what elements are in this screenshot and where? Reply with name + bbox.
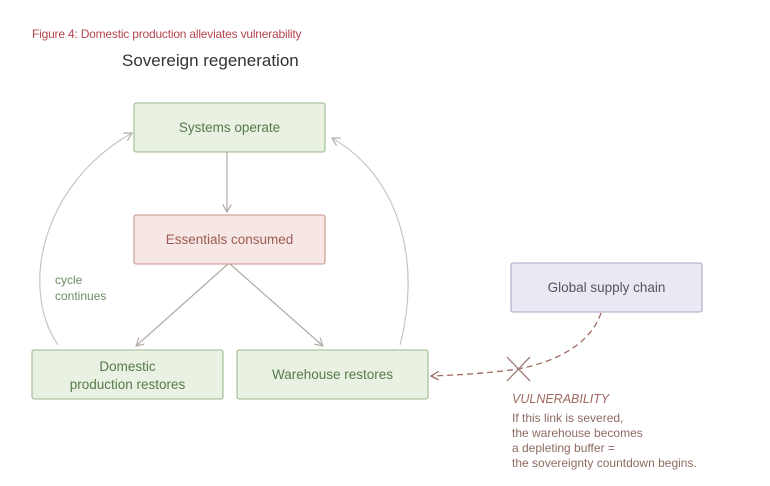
cycle-label-line1: cycle xyxy=(55,273,83,287)
edge-domestic-to-systems xyxy=(39,133,132,346)
node-global-supply-chain: Global supply chain xyxy=(510,262,703,313)
edge-essentials-to-warehouse xyxy=(229,263,323,346)
edge-essentials-to-domestic xyxy=(136,263,229,346)
node-warehouse-restores: Warehouse restores xyxy=(236,349,429,400)
vulnerability-line: If this link is severed, xyxy=(512,411,623,425)
node-label: Warehouse restores xyxy=(272,367,393,382)
node-label: Essentials consumed xyxy=(166,232,294,247)
node-label-line1: Domestic xyxy=(99,359,156,374)
vulnerability-line: the warehouse becomes xyxy=(512,426,643,440)
figure-caption: Figure 4: Domestic production alleviates… xyxy=(32,27,302,41)
diagram-title: Sovereign regeneration xyxy=(122,51,299,70)
node-label: Systems operate xyxy=(179,120,280,135)
node-domestic-production: Domestic production restores xyxy=(31,349,224,400)
node-label-line2: production restores xyxy=(70,377,186,392)
edge-warehouse-to-systems xyxy=(332,138,409,346)
vulnerability-line: the sovereignty countdown begins. xyxy=(512,456,697,470)
node-systems-operate: Systems operate xyxy=(133,102,326,153)
vulnerability-line: a depleting buffer = xyxy=(512,441,615,455)
node-essentials-consumed: Essentials consumed xyxy=(133,214,326,265)
cycle-label-line2: continues xyxy=(55,289,106,303)
vulnerability-heading: VULNERABILITY xyxy=(512,392,611,406)
node-label: Global supply chain xyxy=(548,280,666,295)
severed-link-icon xyxy=(506,356,531,382)
